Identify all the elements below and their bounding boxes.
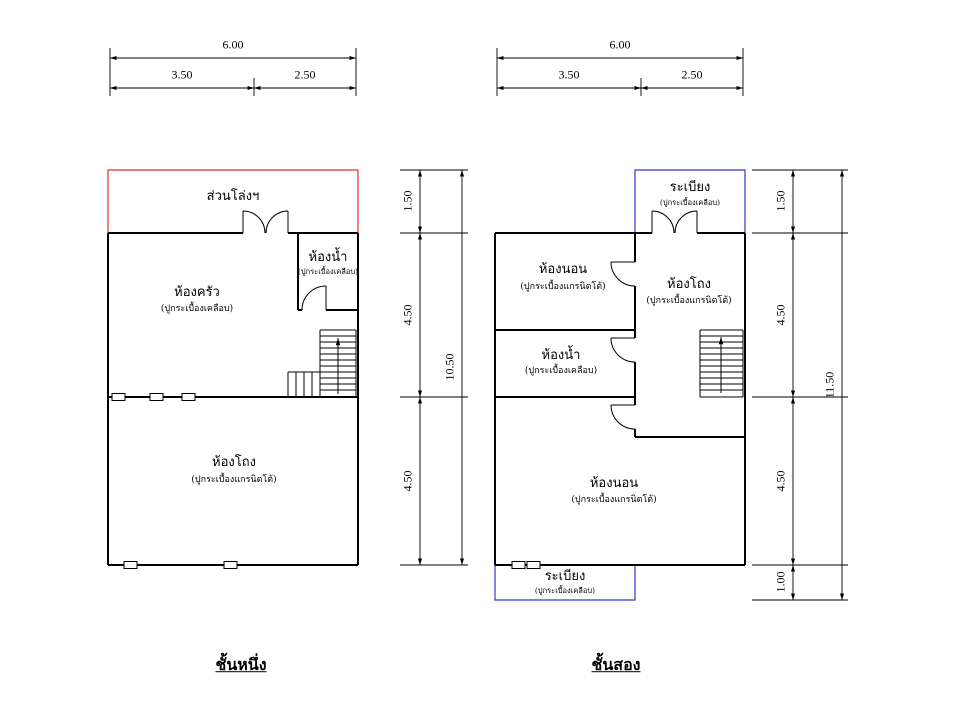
floor2-balcony-top-label: ระเบียง xyxy=(669,179,711,195)
floor2-dim-height-mid: 4.50 xyxy=(773,304,788,326)
floor2-stairs xyxy=(699,329,744,398)
floor2-bedroom-bottom-finish: (ปูกระเบื้องแกรนิตโต้) xyxy=(571,495,657,506)
floor1-open-area-outline xyxy=(107,169,359,233)
floor2-title: ชั้นสอง xyxy=(591,655,641,675)
floor1-windows xyxy=(111,393,238,569)
floor2-doors xyxy=(610,210,698,430)
floor1-hall-label: ห้องโถง xyxy=(212,454,256,470)
floor1-hall-finish: (ปูกระเบื้องแกรนิตโต้) xyxy=(191,475,277,486)
floor1-dim-width-left: 3.50 xyxy=(171,67,193,82)
floor2-balcony-outlines xyxy=(494,169,746,601)
floor1-bathroom-label: ห้องน้ำ xyxy=(308,249,348,265)
floor2-dimension-lines xyxy=(496,48,848,601)
floor1-dimension-lines xyxy=(109,48,468,566)
floor1-dim-width-right: 2.50 xyxy=(294,67,316,82)
floor2-windows xyxy=(511,561,541,569)
floor2-dim-height-low: 4.50 xyxy=(773,470,788,492)
floor2-dim-width-total: 6.00 xyxy=(609,37,631,52)
floor1-dim-height-total: 10.50 xyxy=(442,353,457,381)
floor2-hall-finish: (ปูกระเบื้องแกรนิตโต้) xyxy=(646,296,732,307)
floor1-kitchen-label: ห้องครัว xyxy=(174,284,220,300)
floor2-dim-height-balcony: 1.00 xyxy=(773,571,788,593)
floor1-stairs xyxy=(287,329,357,397)
floor2-walls xyxy=(494,232,746,566)
floor2-dim-height-top: 1.50 xyxy=(773,190,788,212)
floor2-bedroom-top-finish: (ปูกระเบื้องแกรนิตโต้) xyxy=(520,282,606,293)
floor2-dim-width-right: 2.50 xyxy=(681,67,703,82)
floor1-doors xyxy=(242,210,327,311)
floor2-bathroom-label: ห้องน้ำ xyxy=(541,347,581,363)
floor1-dim-height-top: 1.50 xyxy=(400,190,415,212)
floor1-walls xyxy=(107,232,359,566)
floor2-bedroom-top-label: ห้องนอน xyxy=(538,261,588,277)
floor2-balcony-bottom-label: ระเบียง xyxy=(544,568,586,584)
floor2-bedroom-bottom-label: ห้องนอน xyxy=(589,475,639,491)
floor2-dim-height-total: 11.50 xyxy=(822,371,837,399)
floor1-dim-height-low: 4.50 xyxy=(400,470,415,492)
floor2-dim-width-left: 3.50 xyxy=(558,67,580,82)
floor2-balcony-top-finish: (ปูกระเบื้องเคลือบ) xyxy=(659,197,721,207)
floor1-bathroom-finish: (ปูกระเบื้องเคลือบ) xyxy=(297,266,359,276)
floor1-dim-width-total: 6.00 xyxy=(222,37,244,52)
floor1-open-area-label: ส่วนโล่งฯ xyxy=(206,188,260,204)
floor2-hall-label: ห้องโถง xyxy=(667,276,711,292)
floor2-balcony-bottom-finish: (ปูกระเบื้องเคลือบ) xyxy=(534,585,596,595)
floor1-dim-height-mid: 4.50 xyxy=(400,304,415,326)
floor1-kitchen-finish: (ปูกระเบื้องเคลือบ) xyxy=(160,304,234,315)
floor1-title: ชั้นหนึ่ง xyxy=(215,655,267,675)
floor2-bathroom-finish: (ปูกระเบื้องเคลือบ) xyxy=(524,366,598,377)
